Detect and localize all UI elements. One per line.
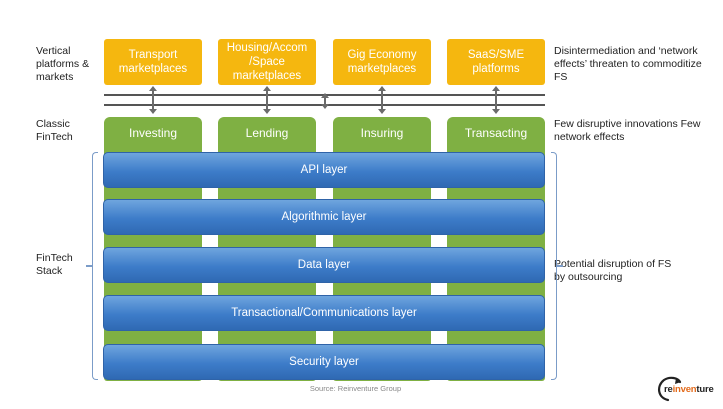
right-brace-tip (556, 265, 563, 267)
label-classic-fintech: Classic FinTech (36, 118, 73, 143)
pillar-label-transacting: Transacting (464, 126, 528, 140)
layer-api: API layer (103, 152, 545, 188)
label-disintermediation: Disintermediation and ‘network effects’ … (554, 45, 702, 83)
layer-algorithmic: Algorithmic layer (103, 199, 545, 235)
label-few-innovations: Few disruptive innovations Few network e… (554, 118, 701, 143)
logo-wordmark: reinventure (664, 384, 714, 395)
pillar-label-lending: Lending (245, 126, 289, 140)
market-saas-sme: SaaS/SME platforms (447, 39, 545, 85)
layer-transactional: Transactional/Communications layer (103, 295, 545, 331)
market-transport: Transport marketplaces (104, 39, 202, 85)
label-vertical-platforms: Vertical platforms & markets (36, 45, 90, 83)
layer-security: Security layer (103, 344, 545, 380)
label-fintech-stack: FinTech Stack (36, 252, 73, 277)
label-potential-disruption: Potential disruption of FS by outsourcin… (554, 258, 672, 283)
source-text: Source: Reinventure Group (309, 384, 402, 393)
market-gig-economy: Gig Economy marketplaces (333, 39, 431, 85)
layer-data: Data layer (103, 247, 545, 283)
pillar-label-insuring: Insuring (360, 126, 404, 140)
reinventure-logo: reinventure (654, 370, 718, 404)
logo-swirl-icon (658, 376, 682, 402)
pillar-label-investing: Investing (128, 126, 178, 140)
source-caption: Source: Reinventure Group (0, 384, 723, 393)
left-brace-tip (86, 265, 93, 267)
market-housing: Housing/Accom /Space marketplaces (218, 39, 316, 85)
